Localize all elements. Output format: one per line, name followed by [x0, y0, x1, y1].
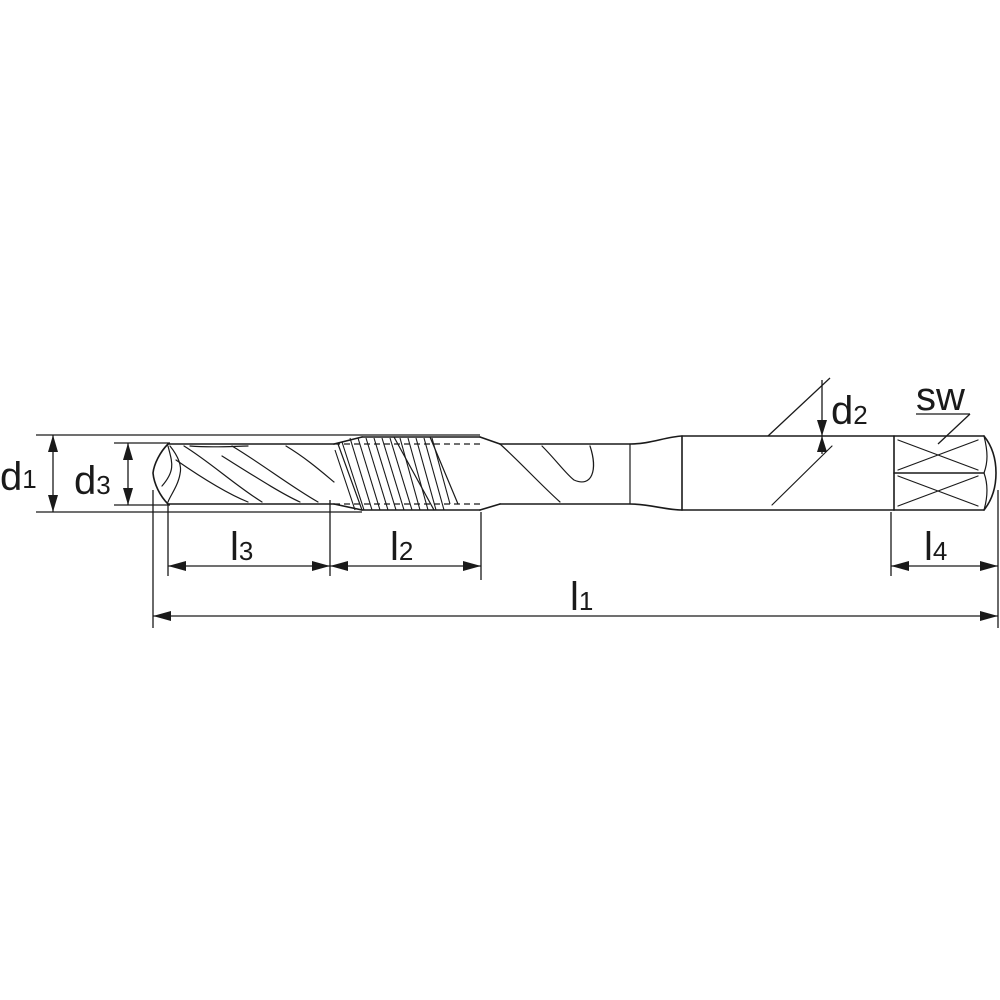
l4-arrow-right — [980, 561, 998, 571]
flute-runout-hook — [541, 445, 595, 483]
neck-bottom-edge — [499, 503, 683, 511]
d3-arrow-bottom — [123, 488, 133, 505]
d1-label: d1 — [0, 455, 37, 499]
d3-label: d3 — [74, 459, 111, 503]
l2-label: l2 — [390, 525, 413, 569]
d2-label: d2 — [831, 389, 868, 433]
labels: d1 d3 d2 sw l3 l2 l1 l4 — [0, 375, 965, 619]
l3-arrow-left — [168, 561, 186, 571]
tap-chamfer-bottom — [333, 503, 363, 511]
tap-thread-band-edge — [393, 436, 435, 511]
neck-top-edge — [499, 435, 683, 445]
l1-arrow-right — [980, 611, 998, 621]
d2-arrow-bottom — [817, 436, 827, 452]
tap-chamfer-top — [333, 436, 363, 445]
l3-label: l3 — [230, 525, 253, 569]
d2-arrow-top — [817, 420, 827, 436]
dimensions — [36, 377, 999, 628]
tap-thread-band-edge — [429, 436, 459, 505]
shank-section-mark — [771, 445, 833, 506]
sw-label: sw — [916, 375, 965, 419]
d1-arrow-bottom — [48, 495, 58, 512]
d1-arrow-top — [48, 435, 58, 452]
tap-thread-hatching — [334, 437, 451, 511]
l3-arrow-right — [312, 561, 330, 571]
drill-flutes — [175, 445, 335, 503]
flute-runout — [499, 443, 561, 503]
tool-body — [152, 435, 997, 511]
neck-bottom-step — [479, 503, 501, 511]
drill-tip-chisel — [161, 445, 173, 487]
l4-arrow-left — [891, 561, 909, 571]
sw-leader — [937, 413, 971, 445]
l2-arrow-left — [330, 561, 348, 571]
d2-leader-top — [767, 377, 831, 437]
tap-thread-band-edge — [337, 443, 363, 511]
hex-drive — [893, 435, 997, 511]
l1-label: l1 — [570, 575, 593, 619]
l2-arrow-right — [463, 561, 481, 571]
neck-top-step — [479, 436, 501, 445]
drill-tip-cutting-edge — [167, 445, 182, 503]
drill-tip — [152, 443, 169, 505]
l1-arrow-left — [153, 611, 171, 621]
d3-arrow-top — [123, 443, 133, 460]
l4-label: l4 — [924, 525, 947, 569]
